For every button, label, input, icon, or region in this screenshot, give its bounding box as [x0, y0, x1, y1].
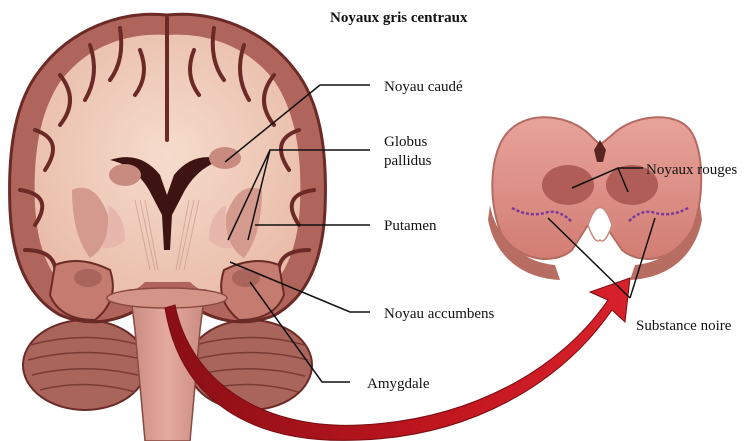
red-nucleus-left — [542, 165, 594, 205]
label-red-nuclei: Noyaux rouges — [646, 162, 737, 178]
label-amygdala: Amygdale — [367, 376, 430, 392]
amygdala-left — [74, 269, 102, 287]
label-globus-line1: Globus — [384, 134, 428, 150]
caudate-nucleus-left — [109, 164, 141, 186]
diagram-title: Noyaux gris centraux — [330, 10, 468, 26]
midbrain-slice-disc — [107, 288, 227, 308]
label-globus-line2: pallidus — [384, 153, 432, 169]
label-substantia-nigra: Substance noire — [636, 318, 732, 334]
brain-coronal-section — [10, 14, 326, 441]
amygdala-right — [232, 269, 260, 287]
cerebellum-left — [23, 320, 147, 410]
caudate-nucleus-right — [209, 147, 241, 169]
label-accumbens: Noyau accumbens — [384, 306, 495, 322]
midbrain-section — [488, 117, 702, 280]
label-putamen: Putamen — [384, 218, 437, 234]
cerebellum-right — [188, 320, 312, 410]
label-caudate: Noyau caudé — [384, 79, 463, 95]
